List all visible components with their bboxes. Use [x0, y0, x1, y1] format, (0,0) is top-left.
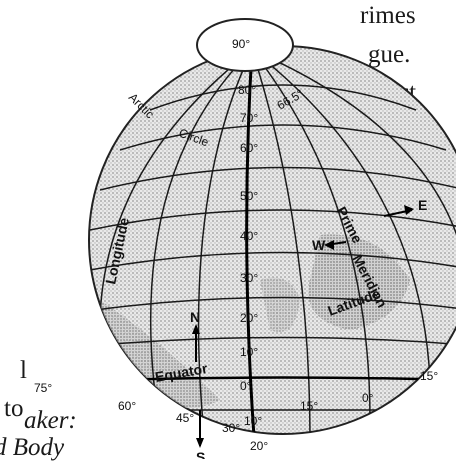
lon-label-60: 60° — [118, 399, 136, 413]
lon-label-75: 75° — [34, 381, 52, 395]
lat-label-90: 90° — [232, 37, 250, 51]
lon-label-15e: 15° — [420, 369, 438, 383]
lat-label-20: 20° — [240, 311, 258, 325]
south-label: S — [196, 449, 205, 459]
lon-label-0: 0° — [362, 391, 374, 405]
lat-label-70: 70° — [240, 111, 258, 125]
lat-label-60: 60° — [240, 141, 258, 155]
lat-label-80: 80° — [238, 83, 256, 97]
lon-label-45: 45° — [176, 411, 194, 425]
lon-label-30: 30° — [222, 421, 240, 435]
north-label: N — [190, 309, 200, 325]
lon-label-15: 15° — [300, 399, 318, 413]
lat-label-40: 40° — [240, 229, 258, 243]
lat-label-20s: 20° — [250, 439, 268, 453]
lat-label-10: 10° — [240, 345, 258, 359]
lat-label-10s: 10° — [244, 414, 262, 428]
west-label: W — [312, 237, 326, 253]
lat-label-50: 50° — [240, 189, 258, 203]
east-label: E — [418, 197, 427, 213]
lat-label-30: 30° — [240, 271, 258, 285]
lat-label-0: 0° — [240, 379, 252, 393]
